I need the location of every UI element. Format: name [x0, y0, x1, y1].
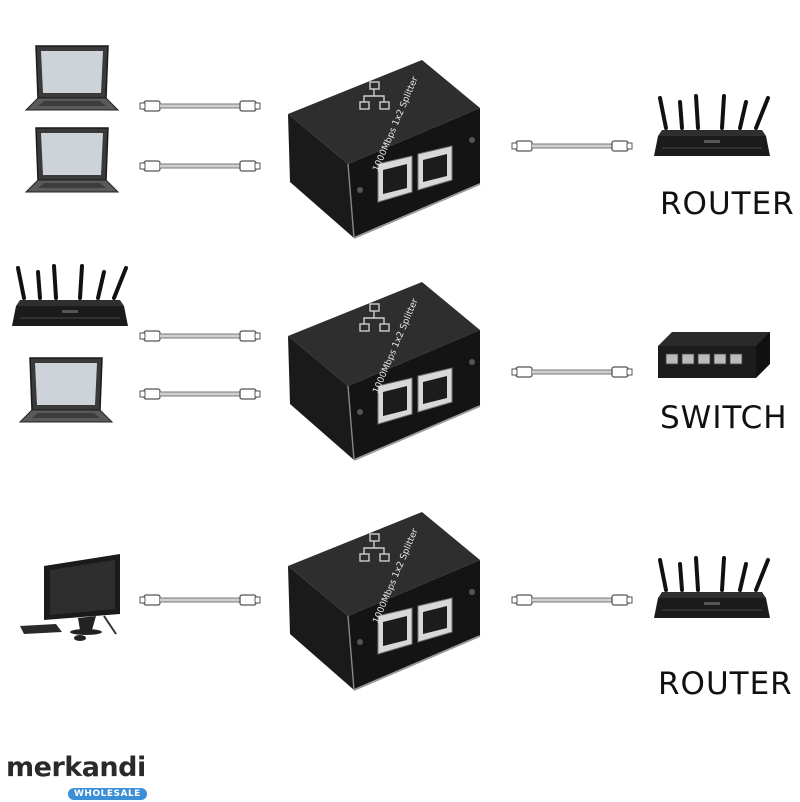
switch-icon [657, 331, 771, 379]
ethernet-cable-icon [138, 159, 262, 173]
laptop-icon [25, 127, 119, 193]
router-icon [10, 264, 130, 328]
laptop-icon [19, 357, 113, 423]
ethernet-cable-icon [510, 593, 634, 607]
ethernet-cable-icon [138, 329, 262, 343]
ethernet-cable-icon [510, 365, 634, 379]
row-1: 1000Mbps 1x2 Splitter [25, 45, 772, 239]
laptop-icon [25, 45, 119, 111]
switch-label: SWITCH [660, 400, 788, 436]
router-icon [652, 94, 772, 158]
row-3: 1000Mbps 1x2 Splitter [19, 511, 772, 691]
ethernet-cable-icon [510, 139, 634, 153]
row-2: 1000Mbps 1x2 Splitter [10, 264, 771, 461]
router-label: ROUTER [658, 666, 793, 702]
ethernet-cable-icon [138, 593, 262, 607]
logo-tagline: WHOLESALE [68, 788, 147, 800]
router-icon [652, 556, 772, 620]
logo-name: merkandi [6, 752, 146, 783]
ethernet-cable-icon [138, 387, 262, 401]
desktop-computer-icon [19, 553, 121, 642]
merkandi-logo: merkandi WHOLESALE [6, 752, 147, 801]
ethernet-cable-icon [138, 99, 262, 113]
router-label: ROUTER [660, 186, 795, 222]
